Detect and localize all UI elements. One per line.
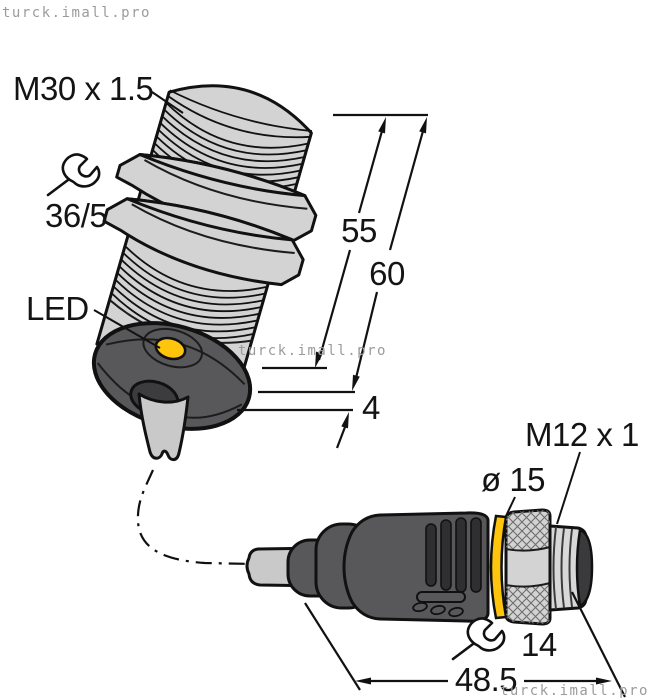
watermark-top-left: turck.imall.pro: [2, 5, 151, 21]
sensor-cable-stub: [137, 392, 190, 462]
leader-diameter: [505, 496, 516, 517]
connector-thread-size-label: M12 x 1: [525, 416, 639, 453]
dim-4-label: 4: [362, 389, 380, 426]
connector-diameter-label: ø 15: [481, 461, 545, 498]
led-indicator: [154, 336, 187, 361]
connector-grip-slots: [412, 517, 482, 618]
watermark-bottom-right: turck.imall.pro: [500, 683, 649, 699]
leader-m30: [151, 91, 184, 114]
dim-55: [262, 117, 386, 370]
sensor-illustration: [91, 84, 318, 431]
dim-48-5: [304, 591, 626, 698]
dim-60-label: 60: [369, 255, 405, 292]
extension-line-right: [571, 591, 626, 698]
sensor-wrench-size-label: 36/5: [45, 197, 107, 234]
sensor-hex-nut-lower: [102, 197, 305, 287]
connector-wrench-size-label: 14: [521, 626, 557, 663]
dim-55-label: 55: [341, 212, 377, 249]
connector-body: [342, 511, 490, 623]
dim-4: [237, 408, 353, 449]
wrench-icon: [451, 617, 506, 661]
leader-m12: [556, 451, 581, 525]
dim-48-5-label: 48.5: [455, 661, 517, 698]
sensor-hex-nut-upper: [115, 153, 318, 242]
wrench-icon: [46, 153, 101, 197]
watermark-middle: turck.imall.pro: [238, 343, 387, 359]
dim-60: [258, 117, 427, 394]
locking-ring-yellow: [489, 514, 508, 620]
cable-dashed-line: [136, 469, 254, 566]
connector-hex-nut: [504, 508, 552, 626]
extension-line-left: [304, 602, 361, 691]
led-label: LED: [26, 290, 89, 327]
leader-led: [93, 309, 161, 349]
connector-illustration: [245, 508, 594, 626]
sensor-thread-size-label: M30 x 1.5: [13, 70, 153, 107]
connector-tip: [575, 528, 594, 608]
